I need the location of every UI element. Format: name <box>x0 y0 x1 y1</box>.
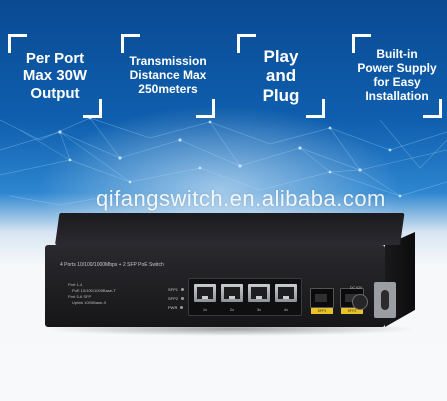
rj45-port-3 <box>248 284 270 302</box>
feature-play-and-plug: Play and Plug <box>237 34 325 118</box>
dc-power-jack <box>352 294 368 310</box>
feature-built-in-power-supply: Built-in Power Supply for Easy Installat… <box>352 34 442 118</box>
bracket-hole-icon <box>381 290 389 310</box>
port-number: 1x <box>202 307 208 312</box>
dc-input-label: DC 52V <box>350 286 363 290</box>
led-icon <box>181 288 185 291</box>
port-number: 4x <box>283 307 289 312</box>
rj45-port-4 <box>275 284 297 302</box>
led-icon <box>181 297 185 300</box>
mounting-bracket <box>374 282 396 318</box>
rj45-port-group: 1x 2x 3x 4x <box>188 278 302 316</box>
feature-text: Play and Plug <box>262 46 300 105</box>
led-icon <box>180 306 184 309</box>
frame-corner-icon <box>83 99 102 118</box>
sfp-label: SFP2 <box>341 308 363 314</box>
feature-transmission-distance: Transmission Distance Max 250meters <box>121 34 215 118</box>
led-pwr: PWR <box>168 303 184 312</box>
rj45-port-2 <box>221 284 243 302</box>
port-number: 2x <box>229 307 235 312</box>
sfp-port-1 <box>310 288 334 308</box>
watermark-url: qifangswitch.en.alibaba.com <box>96 186 386 211</box>
frame-corner-icon <box>237 34 256 53</box>
frame-corner-icon <box>8 34 27 53</box>
frame-corner-icon <box>121 34 140 53</box>
feature-text: Per Port Max 30W Output <box>22 50 88 102</box>
port-number: 3x <box>256 307 262 312</box>
led-indicators: SFP1 SFP2 PWR <box>168 285 185 312</box>
led-sfp1: SFP1 <box>168 285 185 294</box>
frame-corner-icon <box>423 99 442 118</box>
feature-max-30w: Per Port Max 30W Output <box>8 34 102 118</box>
feature-text: Built-in Power Supply for Easy Installat… <box>357 47 437 103</box>
switch-model-label: 4 Ports 10/100/1000Mbps + 2 SFP PoE Swit… <box>60 262 164 268</box>
port-info-label: Port 1-4 PoE 10/100/1000Base-T Port 5-6 … <box>68 282 116 305</box>
frame-corner-icon <box>352 34 371 53</box>
feature-text: Transmission Distance Max 250meters <box>129 54 207 96</box>
sfp-label: SFP1 <box>311 308 333 314</box>
frame-corner-icon <box>306 99 325 118</box>
rj45-port-1 <box>194 284 216 302</box>
switch-top-panel <box>55 213 405 245</box>
frame-corner-icon <box>196 99 215 118</box>
led-sfp2: SFP2 <box>168 294 185 303</box>
